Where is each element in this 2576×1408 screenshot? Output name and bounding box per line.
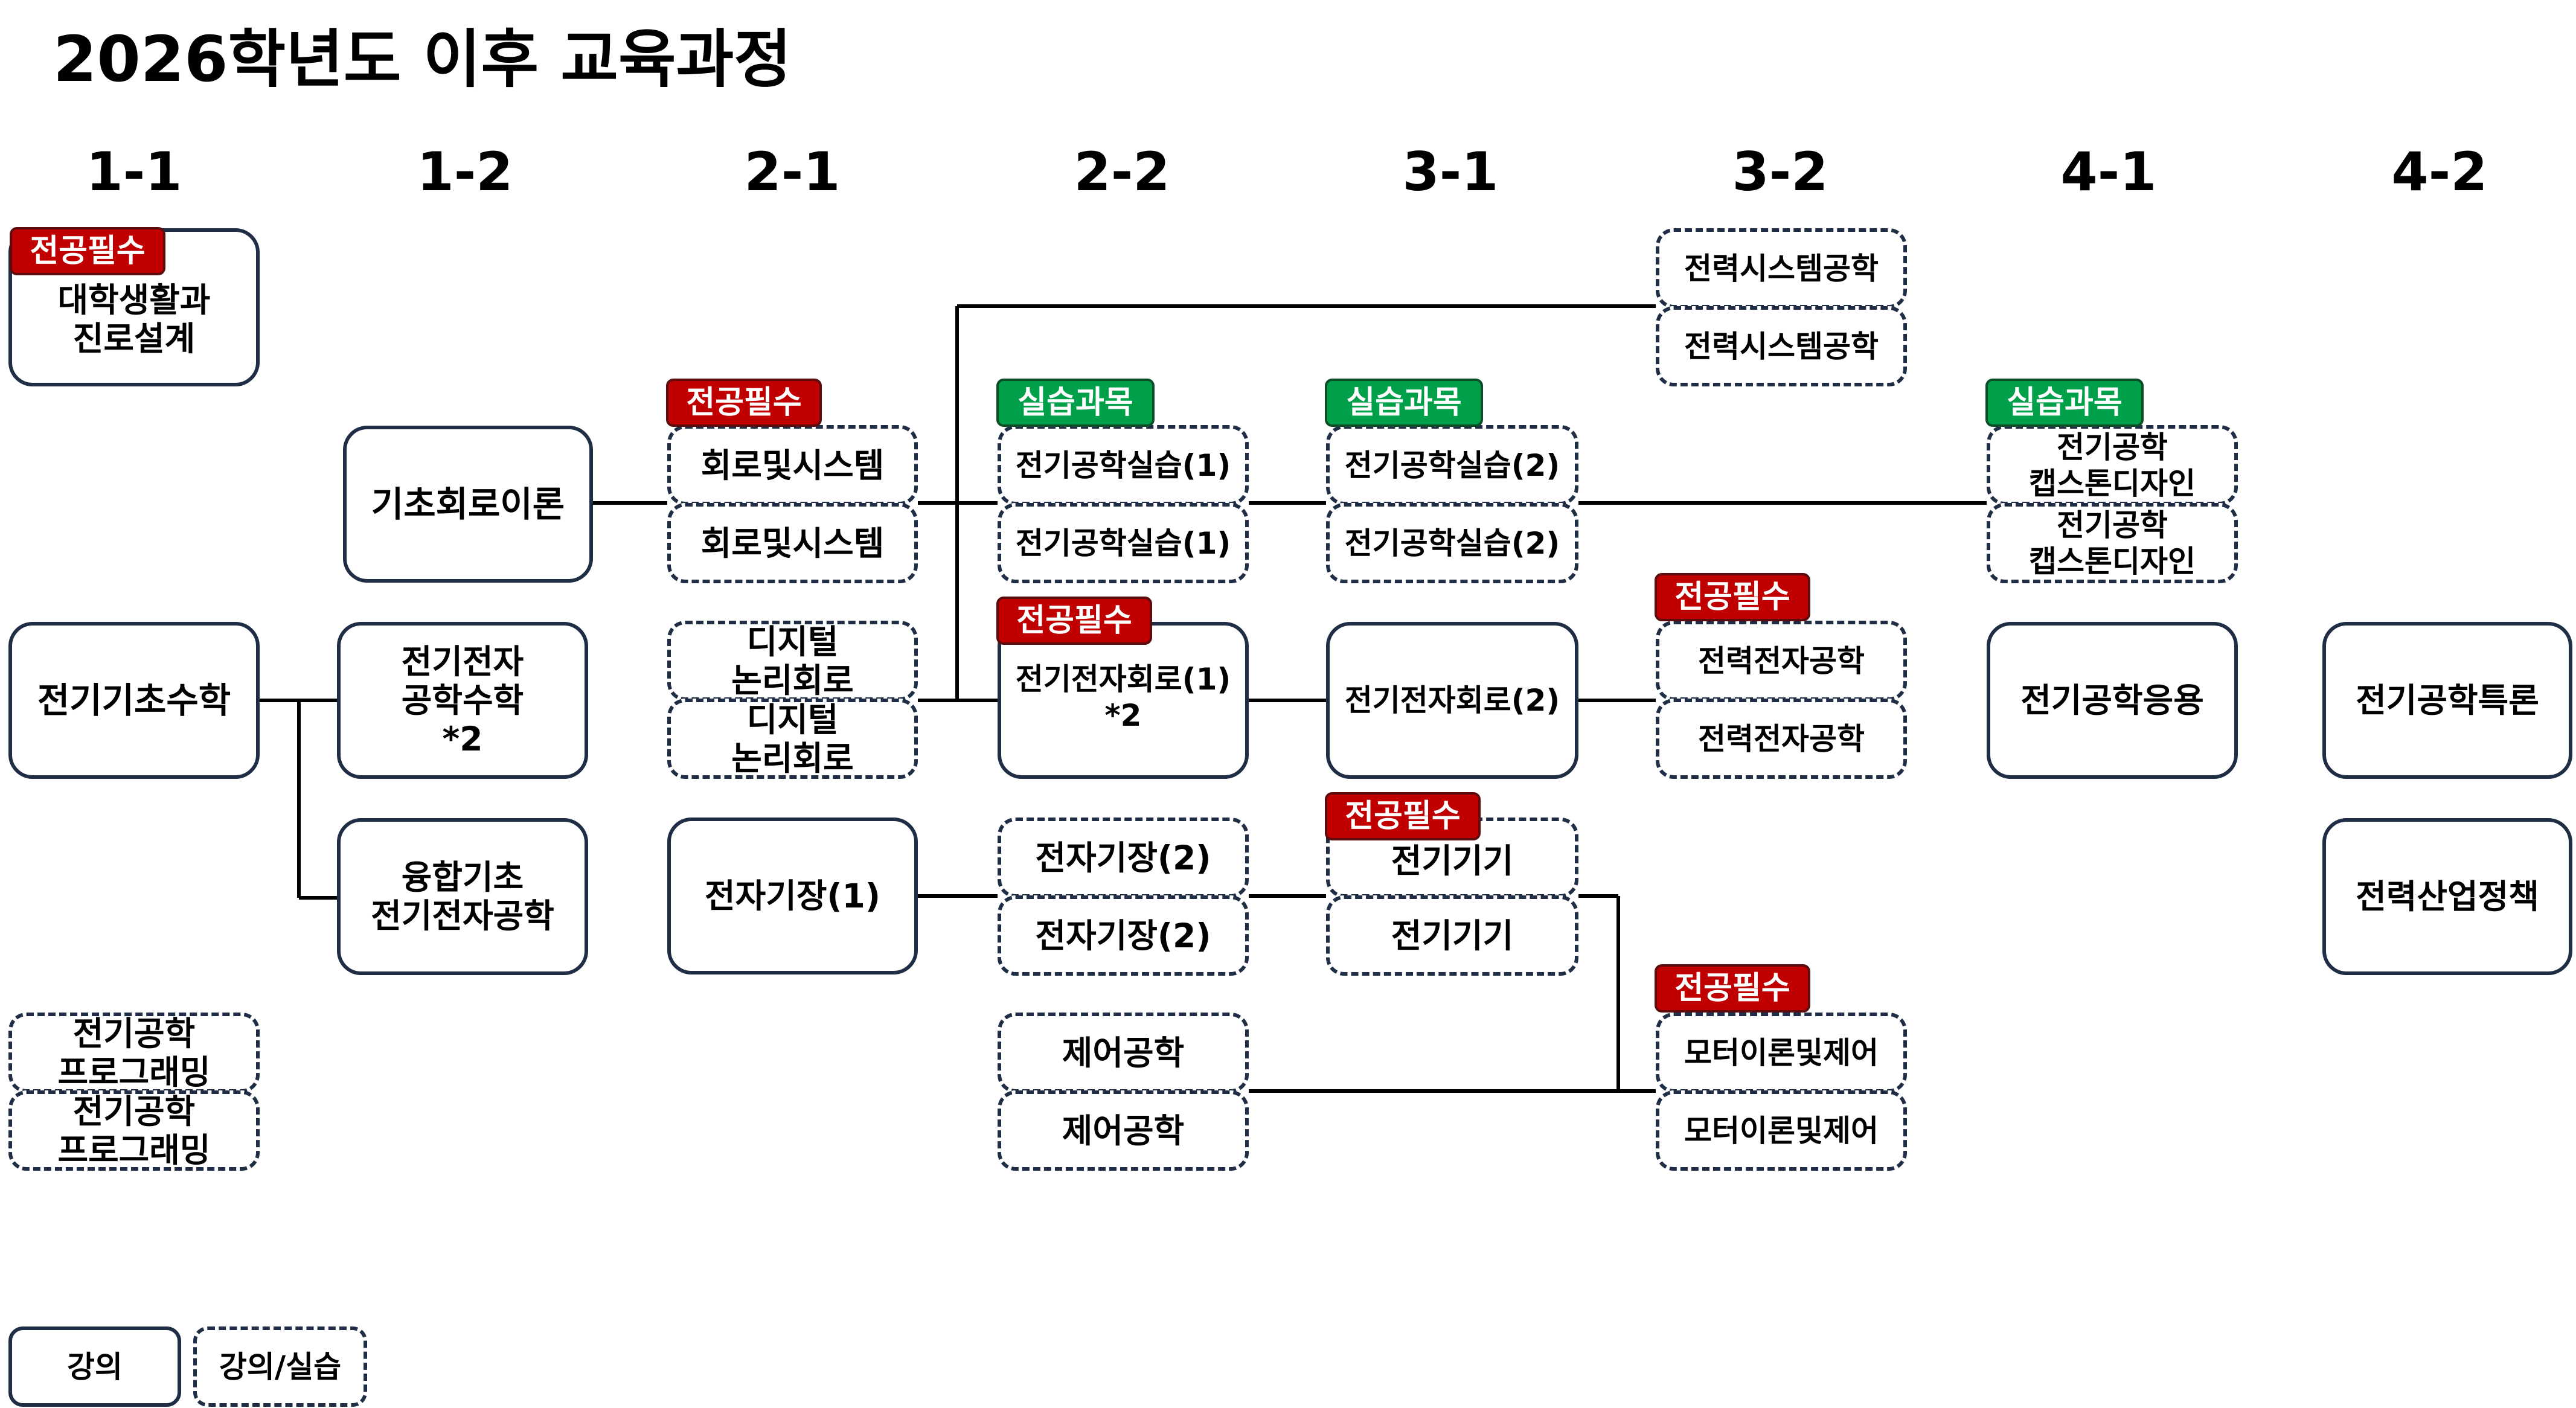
course-box-power-electronics[interactable]: 전력전자공학: [1656, 699, 1907, 779]
course-box-lab-1[interactable]: 전기공학실습(1): [998, 425, 1249, 505]
course-box-motor-control[interactable]: 모터이론및제어: [1656, 1013, 1907, 1093]
course-box-digital-logic[interactable]: 디지털 논리회로: [667, 621, 918, 701]
course-box-basic-circuit[interactable]: 기초회로이론: [343, 426, 593, 583]
practice-badge: 실습과목: [996, 379, 1155, 427]
semester-header: 3-2: [1732, 141, 1828, 203]
course-box-circuit-system[interactable]: 회로및시스템: [667, 425, 918, 505]
required-badge: 전공필수: [1655, 573, 1810, 621]
course-box-power-electronics[interactable]: 전력전자공학: [1656, 621, 1907, 701]
course-box-ee-application[interactable]: 전기공학응용: [1987, 622, 2238, 779]
semester-header: 4-2: [2391, 141, 2488, 203]
course-box-lab-1[interactable]: 전기공학실습(1): [998, 503, 1249, 583]
course-box-programming[interactable]: 전기공학 프로그래밍: [8, 1013, 260, 1093]
required-badge: 전공필수: [1655, 964, 1810, 1013]
semester-header: 4-1: [2060, 141, 2157, 203]
required-badge: 전공필수: [666, 379, 822, 427]
practice-badge: 실습과목: [1985, 379, 2144, 427]
course-box-programming[interactable]: 전기공학 프로그래밍: [8, 1090, 260, 1171]
course-box-digital-logic[interactable]: 디지털 논리회로: [667, 699, 918, 779]
legend-lecture: 강의: [8, 1326, 181, 1407]
semester-header: 2-2: [1074, 141, 1170, 203]
course-box-fusion-basic[interactable]: 융합기초 전기전자공학: [337, 818, 588, 975]
semester-header: 1-1: [86, 141, 182, 203]
course-box-circuit-system[interactable]: 회로및시스템: [667, 503, 918, 583]
course-box-lab-2[interactable]: 전기공학실습(2): [1326, 503, 1578, 583]
semester-header: 3-1: [1402, 141, 1499, 203]
course-box-capstone[interactable]: 전기공학 캡스톤디자인: [1987, 425, 2238, 505]
course-box-electromagnetics-1[interactable]: 전자기장(1): [667, 818, 918, 974]
course-box-basic-math[interactable]: 전기기초수학: [8, 622, 260, 779]
required-badge: 전공필수: [996, 597, 1152, 645]
course-box-power-system[interactable]: 전력시스템공학: [1656, 228, 1907, 309]
course-box-motor-control[interactable]: 모터이론및제어: [1656, 1090, 1907, 1171]
required-badge: 전공필수: [1325, 792, 1481, 840]
legend-lecture-lab: 강의/실습: [193, 1326, 367, 1407]
course-box-electronic-circuit-1[interactable]: 전기전자회로(1) *2: [998, 622, 1249, 779]
course-box-control[interactable]: 제어공학: [998, 1013, 1249, 1093]
course-box-electric-machine[interactable]: 전기기기: [1326, 895, 1578, 976]
required-badge: 전공필수: [10, 227, 165, 275]
semester-header: 2-1: [744, 141, 841, 203]
course-box-ee-special-topics[interactable]: 전기공학특론: [2322, 622, 2572, 779]
semester-header: 1-2: [417, 141, 513, 203]
practice-badge: 실습과목: [1325, 379, 1483, 427]
course-box-electromagnetics-2[interactable]: 전자기장(2): [998, 895, 1249, 976]
course-box-control[interactable]: 제어공학: [998, 1090, 1249, 1171]
course-box-power-system[interactable]: 전력시스템공학: [1656, 306, 1907, 386]
course-box-power-industry-policy[interactable]: 전력산업정책: [2322, 818, 2572, 975]
course-box-lab-2[interactable]: 전기공학실습(2): [1326, 425, 1578, 505]
course-box-electromagnetics-2[interactable]: 전자기장(2): [998, 818, 1249, 898]
course-box-electronic-circuit-2[interactable]: 전기전자회로(2): [1326, 622, 1578, 779]
course-box-capstone[interactable]: 전기공학 캡스톤디자인: [1987, 503, 2238, 583]
course-box-engineering-math[interactable]: 전기전자 공학수학 *2: [337, 622, 588, 779]
page-title: 2026학년도 이후 교육과정: [53, 22, 792, 96]
